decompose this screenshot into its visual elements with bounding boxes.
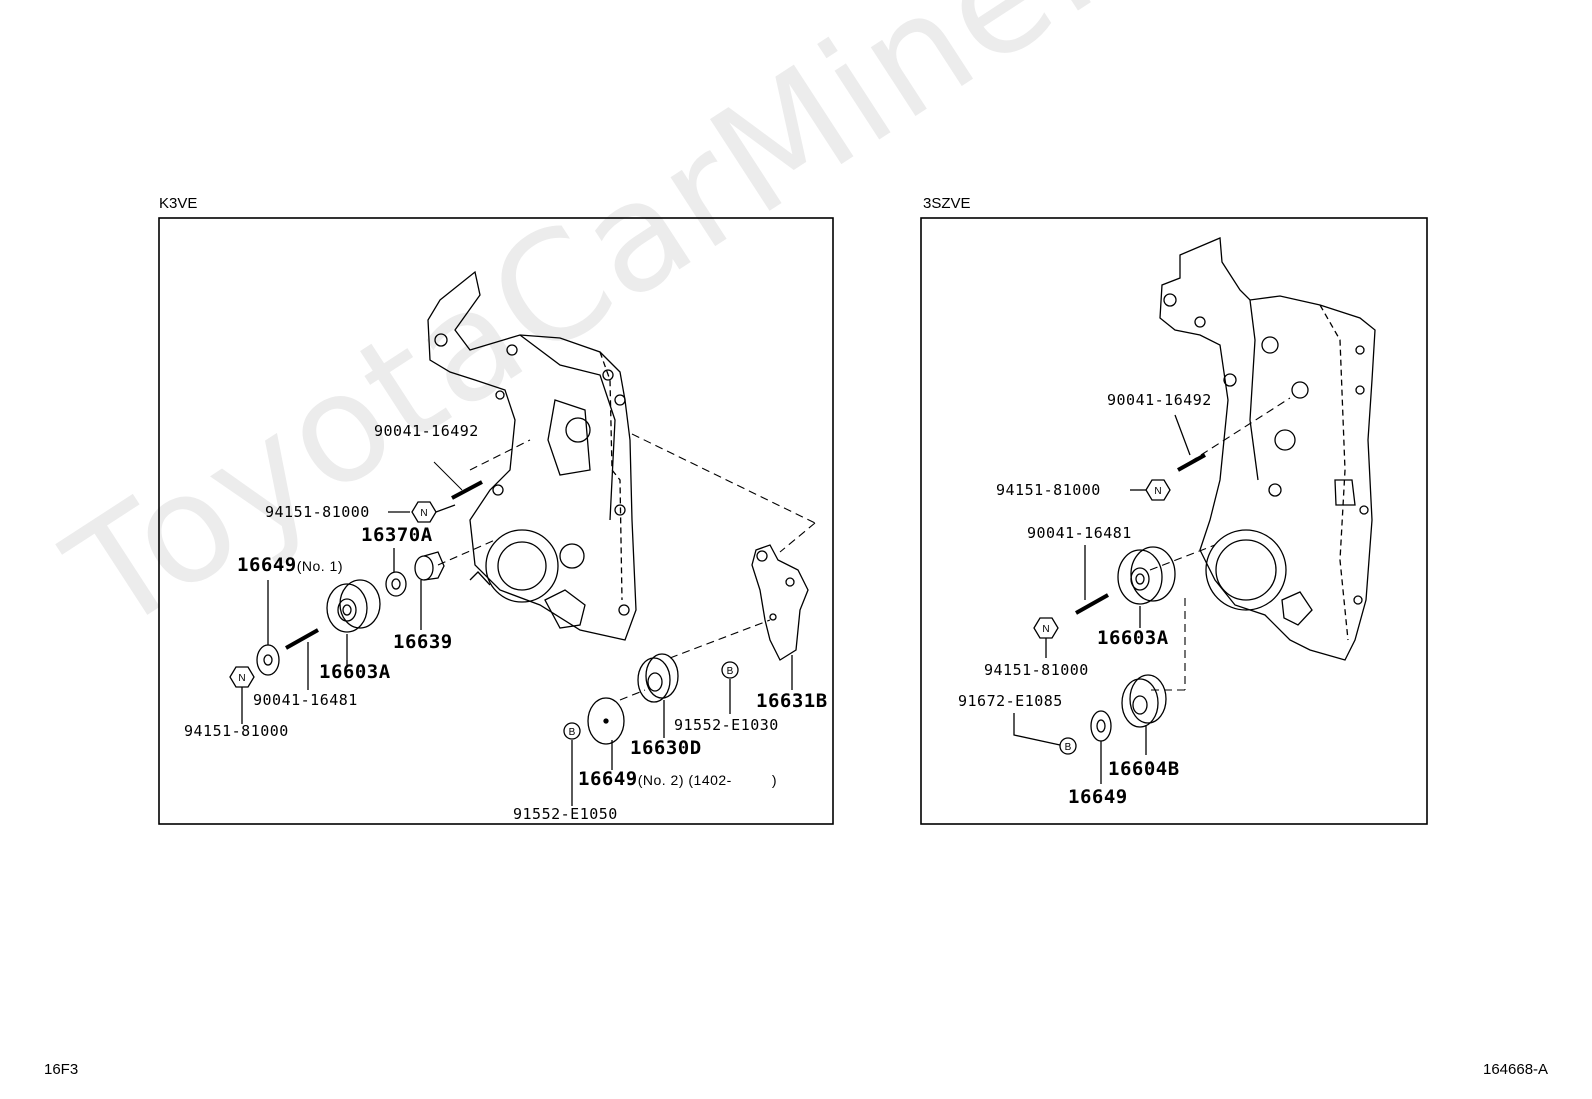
nut-symbol-right-top [1145,479,1171,501]
right-timing-cover-drawing [1159,237,1376,661]
part-code: 16649 [237,554,297,576]
part-label-16603A[interactable]: 16603A [1097,627,1169,649]
stud-90041-16492-left [433,461,483,500]
nut-symbol-left-bottom [229,666,255,688]
bolt-letter: B [727,666,734,677]
nut-letter: N [1042,624,1049,635]
figure-code: 16F3 [44,1061,79,1078]
bracket-16631B-drawing [751,544,809,661]
part-note-close: ) [771,772,778,788]
part-label-16649[interactable]: 16649 [1068,786,1128,808]
nut-symbol-right-bottom [1033,617,1059,639]
part-label-16649-no2[interactable]: 16649(No. 2) (1402-) [578,768,777,790]
part-label-91552-E1030[interactable]: 91552-E1030 [674,716,779,734]
bolt-symbol-left-91552-E1030 [721,661,739,679]
part-code: 16649 [578,768,638,790]
right-panel-frame [920,217,1428,825]
part-note: (No. 2) (1402- [637,772,732,788]
part-note: (No. 1) [296,558,343,574]
part-label-94151-81000[interactable]: 94151-81000 [265,503,370,521]
pulley-16630D-drawing [637,653,679,738]
part-label-16603A[interactable]: 16603A [319,661,391,683]
right-panel-title: 3SZVE [923,195,971,212]
pulley-16603A-right-drawing [1117,546,1176,628]
nut-letter: N [420,508,427,519]
bolt-symbol-left-91552-E1050 [563,722,581,740]
part-label-16639[interactable]: 16639 [393,631,453,653]
left-panel-frame [158,217,834,825]
pulley-16604B-drawing [1121,674,1167,755]
part-label-90041-16492[interactable]: 90041-16492 [1107,391,1212,409]
collar-16639-drawing [414,551,445,630]
part-label-16630D[interactable]: 16630D [630,737,702,759]
nut-letter: N [1154,486,1161,497]
illustration-number: 164668-A [1483,1061,1549,1078]
part-label-90041-16481[interactable]: 90041-16481 [1027,524,1132,542]
part-label-16370A[interactable]: 16370A [361,524,433,546]
part-label-16631B[interactable]: 16631B [756,690,828,712]
pulley-16603A-left-drawing [326,579,381,668]
part-label-16649-no1[interactable]: 16649(No. 1) [237,554,343,576]
part-label-94151-81000[interactable]: 94151-81000 [984,661,1089,679]
nut-letter: N [238,673,245,684]
part-label-94151-81000[interactable]: 94151-81000 [996,481,1101,499]
plate-16649-no1-drawing [256,580,280,676]
part-label-90041-16481[interactable]: 90041-16481 [253,691,358,709]
part-label-16604B[interactable]: 16604B [1108,758,1180,780]
washer-16370A-drawing [385,548,407,597]
plate-16649-no2-drawing [587,697,625,770]
bolt-letter: B [569,727,576,738]
bolt-letter: B [1065,742,1072,753]
part-label-91672-E1085[interactable]: 91672-E1085 [958,692,1063,710]
left-timing-cover-drawing [427,270,637,641]
bolt-symbol-right-91672-E1085 [1059,737,1077,755]
part-label-91552-E1050[interactable]: 91552-E1050 [513,805,618,823]
part-label-94151-81000[interactable]: 94151-81000 [184,722,289,740]
part-label-90041-16492[interactable]: 90041-16492 [374,422,479,440]
washer-16649-right-drawing [1090,710,1112,784]
left-panel-title: K3VE [159,195,198,212]
